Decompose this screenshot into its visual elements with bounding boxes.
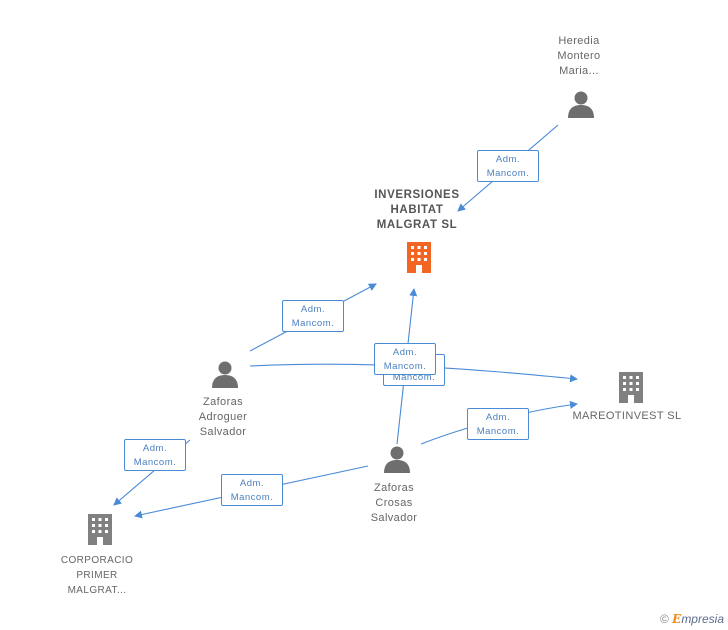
company-label-mareotinvest[interactable]: MAREOTINVEST SL	[572, 410, 682, 422]
brand-logo-letter: E	[672, 612, 682, 626]
edge-label-adm-mancom: Adm.Mancom.	[221, 474, 283, 506]
person-label-zaforas-adroguer[interactable]: Zaforas Adroguer Salvador	[198, 396, 248, 438]
building-icon[interactable]	[84, 512, 116, 546]
edge-label-adm-mancom: Adm.Mancom.	[467, 408, 529, 440]
building-icon[interactable]	[615, 370, 647, 404]
company-label-inversiones[interactable]: INVERSIONES HABITAT MALGRAT SL	[374, 189, 460, 231]
person-label-heredia[interactable]: Heredia Montero Maria...	[557, 35, 601, 77]
edge-label-adm-mancom: Adm.Mancom.	[477, 150, 539, 182]
person-icon[interactable]	[210, 359, 240, 389]
person-icon[interactable]	[382, 444, 412, 474]
brand-footer: © Empresia	[660, 612, 724, 626]
person-icon[interactable]	[566, 89, 596, 119]
person-label-zaforas-crosas[interactable]: Zaforas Crosas Salvador	[370, 482, 418, 524]
copyright-symbol: ©	[659, 612, 669, 626]
building-icon-main[interactable]	[403, 240, 435, 274]
brand-name: mpresia	[681, 612, 724, 626]
edge-label-adm-mancom: Adm.Mancom.	[282, 300, 344, 332]
edge-label-adm-mancom: Adm.Mancom.	[374, 343, 436, 375]
edge-label-adm-mancom: Adm.Mancom.	[124, 439, 186, 471]
company-label-corporacio[interactable]: CORPORACIO PRIMER MALGRAT...	[60, 555, 134, 596]
